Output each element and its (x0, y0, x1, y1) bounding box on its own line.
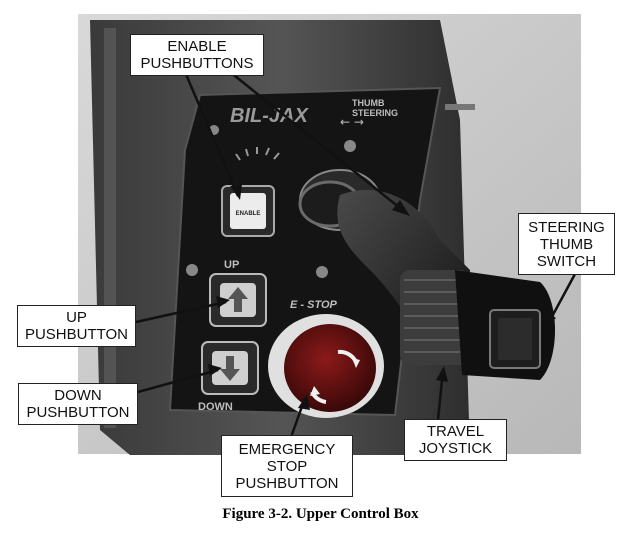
callout-enable-pushbuttons: ENABLE PUSHBUTTONS (130, 34, 264, 76)
up-label: UP (224, 259, 239, 271)
callout-line: TRAVEL (426, 423, 485, 440)
callout-emergency-stop-pushbutton: EMERGENCY STOP PUSHBUTTON (221, 435, 353, 497)
callout-line: EMERGENCY (238, 440, 336, 458)
up-pushbutton[interactable] (209, 273, 267, 327)
callout-line: THUMB (539, 235, 594, 253)
enable-pushbutton[interactable]: ENABLE (221, 185, 275, 237)
thumb-label: THUMB (352, 98, 385, 108)
down-arrow-icon (220, 356, 240, 381)
callout-leaders (135, 71, 577, 441)
speed-dial-icon (235, 147, 280, 161)
control-panel-face (168, 86, 442, 417)
steering-label: STEERING (352, 108, 398, 118)
callout-steering-thumb-switch: STEERING THUMB SWITCH (518, 213, 615, 275)
emergency-stop-button[interactable] (268, 314, 384, 418)
callout-line: JOYSTICK (418, 440, 493, 457)
callout-line: STEERING (528, 218, 605, 236)
figure-caption: Figure 3-2. Upper Control Box (222, 506, 419, 522)
steering-thumb-switch[interactable] (489, 309, 541, 369)
callout-line: STOP (266, 457, 308, 475)
control-box-photo: BIL-JAX THUMB STEERING ← → ENABLE UP DOW… (78, 14, 581, 455)
callout-travel-joystick: TRAVEL JOYSTICK (404, 419, 507, 461)
callout-down-pushbutton: DOWN PUSHBUTTON (18, 383, 138, 425)
brand-logo: BIL-JAX (230, 105, 309, 127)
enable-button-text: ENABLE (236, 211, 261, 217)
steering-arrows-icon: ← → (340, 115, 364, 129)
side-bolt (445, 104, 475, 110)
callout-line: ENABLE (167, 38, 227, 55)
down-label: DOWN (198, 401, 233, 413)
callout-line: DOWN (54, 387, 102, 404)
housing-edge-highlight (104, 28, 116, 428)
panel-screw (344, 140, 356, 152)
callout-line: UP (66, 309, 87, 326)
panel-screw (186, 264, 198, 276)
callout-line: PUSHBUTTON (24, 326, 129, 343)
down-pushbutton[interactable] (201, 341, 259, 395)
callout-arrowheads (208, 184, 556, 410)
callout-line: PUSHBUTTON (235, 474, 339, 492)
panel-screw (316, 266, 328, 278)
up-arrow-icon (228, 287, 248, 312)
callout-line: SWITCH (536, 252, 597, 270)
callout-line: PUSHBUTTONS (140, 55, 254, 72)
callout-up-pushbutton: UP PUSHBUTTON (17, 305, 136, 347)
estop-label: E - STOP (290, 299, 338, 311)
callout-line: PUSHBUTTON (26, 404, 130, 421)
